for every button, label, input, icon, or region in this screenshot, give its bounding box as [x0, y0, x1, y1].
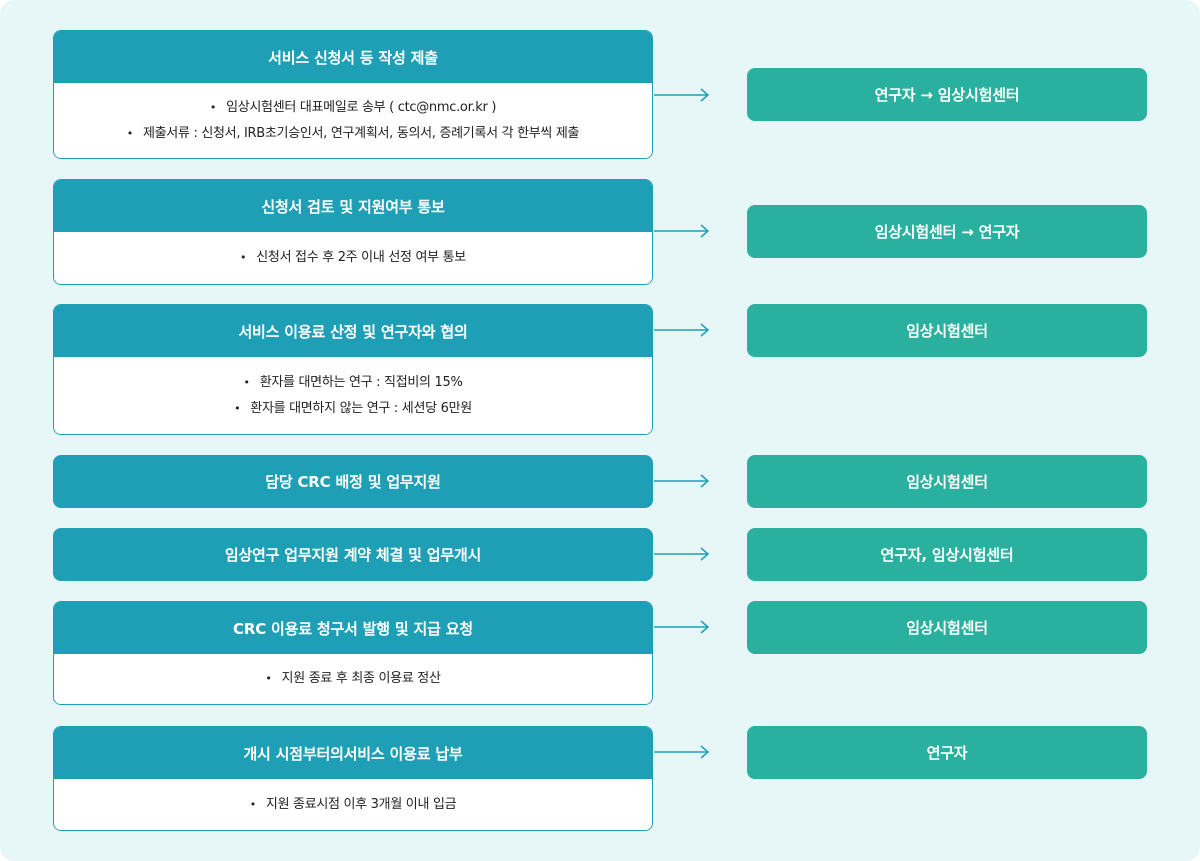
step-7-role: 연구자 — [747, 726, 1147, 779]
right-arrow-icon — [654, 323, 710, 337]
step-3-role: 임상시험센터 — [747, 304, 1147, 357]
step-1-bullet-2: •제출서류 : 신청서, IRB초기승인서, 연구계획서, 동의서, 증례기록서… — [126, 121, 580, 147]
step-1-body: •임상시험센터 대표메일로 송부 ( ctc@nmc.or.kr ) •제출서류… — [54, 83, 652, 158]
bullet-dot-icon: • — [209, 100, 217, 114]
step-2-role: 임상시험센터 → 연구자 — [747, 205, 1147, 258]
step-7-bullet-1: •지원 종료시점 이후 3개월 이내 입금 — [250, 792, 457, 818]
step-7-body: •지원 종료시점 이후 3개월 이내 입금 — [54, 779, 652, 830]
right-arrow-icon — [654, 620, 710, 634]
step-3-bullet-1: •환자를 대면하는 연구 : 직접비의 15% — [243, 370, 462, 396]
step-2-title: 신청서 검토 및 지원여부 통보 — [54, 180, 652, 232]
step-1-title: 서비스 신청서 등 작성 제출 — [54, 31, 652, 83]
step-4-role: 임상시험센터 — [747, 455, 1147, 508]
step-5-title: 임상연구 업무지원 계약 체결 및 업무개시 — [53, 528, 653, 581]
step-3-body: •환자를 대면하는 연구 : 직접비의 15% •환자를 대면하지 않는 연구 … — [54, 357, 652, 434]
step-2-card: 신청서 검토 및 지원여부 통보 •신청서 접수 후 2주 이내 선정 여부 통… — [53, 179, 653, 285]
step-5-card: 임상연구 업무지원 계약 체결 및 업무개시 — [53, 528, 653, 581]
step-2-bullet-1: •신청서 접수 후 2주 이내 선정 여부 통보 — [240, 245, 466, 271]
step-6-title: CRC 이용료 청구서 발행 및 지급 요청 — [54, 602, 652, 654]
step-6-bullet-1: •지원 종료 후 최종 이용료 정산 — [265, 666, 441, 692]
step-1-role: 연구자 → 임상시험센터 — [747, 68, 1147, 121]
step-6-card: CRC 이용료 청구서 발행 및 지급 요청 •지원 종료 후 최종 이용료 정… — [53, 601, 653, 705]
step-4-title: 담당 CRC 배정 및 업무지원 — [53, 455, 653, 508]
right-arrow-icon — [654, 547, 710, 561]
step-6-role: 임상시험센터 — [747, 601, 1147, 654]
step-2-body: •신청서 접수 후 2주 이내 선정 여부 통보 — [54, 232, 652, 284]
bullet-dot-icon: • — [234, 401, 241, 415]
bullet-dot-icon: • — [240, 251, 247, 264]
step-3-bullet-2: •환자를 대면하지 않는 연구 : 세션당 6만원 — [234, 396, 472, 422]
step-4-card: 담당 CRC 배정 및 업무지원 — [53, 455, 653, 508]
step-3-title: 서비스 이용료 산정 및 연구자와 협의 — [54, 305, 652, 357]
right-arrow-icon — [654, 474, 710, 488]
step-1-card: 서비스 신청서 등 작성 제출 •임상시험센터 대표메일로 송부 ( ctc@n… — [53, 30, 653, 159]
step-6-body: •지원 종료 후 최종 이용료 정산 — [54, 654, 652, 704]
right-arrow-icon — [654, 88, 710, 102]
step-3-card: 서비스 이용료 산정 및 연구자와 협의 •환자를 대면하는 연구 : 직접비의… — [53, 304, 653, 435]
step-7-card: 개시 시점부터의서비스 이용료 납부 •지원 종료시점 이후 3개월 이내 입금 — [53, 726, 653, 831]
right-arrow-icon — [654, 224, 710, 238]
step-5-role: 연구자, 임상시험센터 — [747, 528, 1147, 581]
right-arrow-icon — [654, 745, 710, 759]
bullet-dot-icon: • — [265, 672, 272, 685]
step-1-bullet-1: •임상시험센터 대표메일로 송부 ( ctc@nmc.or.kr ) — [209, 95, 497, 121]
bullet-dot-icon: • — [243, 375, 250, 389]
bullet-dot-icon: • — [126, 126, 134, 140]
step-7-title: 개시 시점부터의서비스 이용료 납부 — [54, 727, 652, 779]
bullet-dot-icon: • — [249, 797, 257, 811]
